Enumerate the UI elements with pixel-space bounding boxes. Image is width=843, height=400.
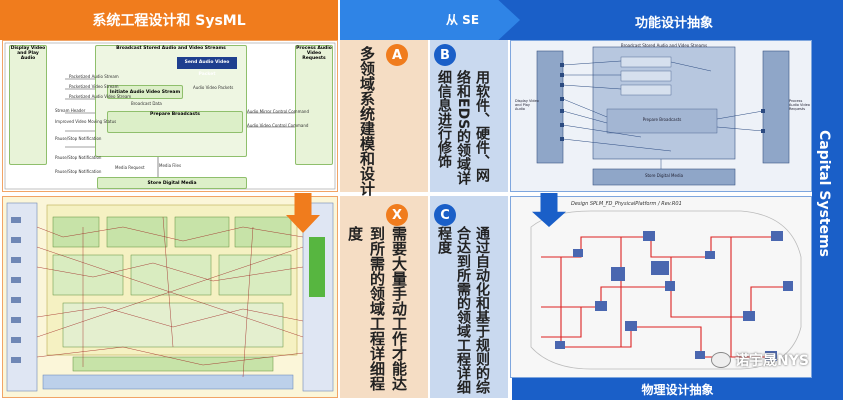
header-arrow bbox=[340, 0, 520, 40]
initiate-stream-box: Initiate Audio Video Stream bbox=[107, 85, 183, 99]
actor-display-video: Display Video and Play Audio bbox=[9, 45, 47, 165]
badge-b: B bbox=[434, 44, 456, 66]
manual-detail-diagram bbox=[2, 196, 338, 398]
section-x-panel: X 需要大量手动工作才能达到所需的领域工程详细程度 bbox=[340, 196, 428, 398]
label-improved-video: Improved Video Moving Status bbox=[55, 119, 117, 124]
actor-process-requests: Process Audio Video Requests bbox=[295, 45, 333, 165]
header-right-title: 功能设计抽象 bbox=[635, 16, 714, 31]
watermark-label: 诺宇晟NYS bbox=[735, 353, 809, 369]
label-pause-stop-3: Pause/Stop Notification bbox=[55, 169, 102, 174]
capital-systems-sidebar: Capital Systems bbox=[812, 40, 843, 380]
section-c-panel: C 通过自动化和基于规则的综合达到所需的领域工程详细程度 bbox=[430, 196, 508, 398]
physical-abstraction-footer: 物理设计抽象 bbox=[512, 378, 843, 400]
capital-systems-label: Capital Systems bbox=[816, 130, 832, 258]
label-av-packets: Audio Video Packets bbox=[193, 85, 234, 90]
store-digital-media-label: Store Digital Media bbox=[147, 181, 197, 186]
label-av-control: Audio Video Control Command bbox=[247, 123, 309, 128]
functional-bottom-box: Store Digital Media bbox=[644, 173, 684, 178]
header-left-title-text: 系统工程设计和 SysML bbox=[92, 13, 246, 29]
label-packetized-av: Packetized Audio Video Stream bbox=[69, 94, 132, 99]
prepare-broadcasts-box: Prepare Broadcasts bbox=[107, 111, 243, 133]
section-a-panel: A 多领域系统建模和设计 bbox=[340, 40, 428, 196]
functional-diagram: Broadcast Stored Audio and Video Streams… bbox=[510, 40, 812, 192]
physical-title: Design SPLM_FD_PhysicalPlatform / Rev.R0… bbox=[571, 201, 682, 207]
manual-diagram-graphic bbox=[3, 197, 337, 397]
prepare-broadcasts-label: Prepare Broadcasts bbox=[150, 112, 200, 117]
section-a-text: 多领域系统建模和设计 bbox=[358, 46, 376, 196]
functional-top-title: Broadcast Stored Audio and Video Streams bbox=[620, 43, 708, 48]
label-packetized-video: Packetized Video Stream bbox=[69, 84, 119, 89]
label-pause-stop-2: Pause/Stop Notification bbox=[55, 155, 102, 160]
functional-center-box: Prepare Broadcasts bbox=[642, 117, 682, 122]
header-left-title: 系统工程设计和 SysML bbox=[0, 0, 338, 40]
send-audio-video-packet: Send Audio Video Packet bbox=[177, 57, 237, 77]
initiate-stream-label: Initiate Audio Video Stream bbox=[109, 90, 181, 95]
label-pause-stop-1: Pause/Stop Notification bbox=[55, 136, 102, 141]
label-mirror-control: Audio Mirror Control Command bbox=[247, 109, 309, 114]
functional-diagram-lines bbox=[511, 41, 811, 191]
section-c-text: 通过自动化和基于规则的综合达到所需的领域工程详细程度 bbox=[436, 226, 490, 394]
badge-c: C bbox=[434, 204, 456, 226]
label-packetized-audio: Packetized Audio Stream bbox=[69, 74, 119, 79]
store-digital-media-box: Store Digital Media bbox=[97, 177, 247, 189]
badge-x: X bbox=[386, 204, 408, 226]
label-stream-header: Stream Header bbox=[55, 108, 86, 113]
label-broadcast-data: Broadcast Data bbox=[131, 101, 162, 106]
physical-diagram: Design SPLM_FD_PhysicalPlatform / Rev.R0… bbox=[510, 196, 812, 378]
label-media-request: Media Request bbox=[115, 165, 145, 170]
label-media-files: Media Files bbox=[159, 163, 182, 168]
wechat-icon bbox=[711, 352, 732, 368]
badge-a: A bbox=[386, 44, 408, 66]
functional-right-box: Process Audio Video Requests bbox=[789, 99, 810, 111]
actor-process-requests-label: Process Audio Video Requests bbox=[296, 46, 332, 61]
header-arrow-label: 从 SE bbox=[446, 13, 480, 27]
physical-abstraction-label: 物理设计抽象 bbox=[641, 382, 714, 397]
section-b-panel: B 用软件、硬件、网络和EDS的领域详细信息进行修饰 bbox=[430, 40, 508, 192]
section-x-text: 需要大量手动工作才能达到所需的领域工程详细程度 bbox=[346, 226, 408, 391]
broadcast-container: Broadcast Stored Audio and Video Streams bbox=[95, 45, 247, 157]
section-b-text: 用软件、硬件、网络和EDS的领域详细信息进行修饰 bbox=[436, 70, 490, 186]
physical-harness-graphic bbox=[511, 197, 811, 377]
sysml-activity-diagram: Display Video and Play Audio Process Aud… bbox=[2, 40, 338, 192]
broadcast-title: Broadcast Stored Audio and Video Streams bbox=[116, 46, 226, 51]
watermark: 诺宇晟NYS bbox=[711, 350, 809, 370]
actor-display-video-label: Display Video and Play Audio bbox=[10, 46, 46, 61]
functional-left-box: Display Video and Play Audio bbox=[515, 99, 539, 111]
